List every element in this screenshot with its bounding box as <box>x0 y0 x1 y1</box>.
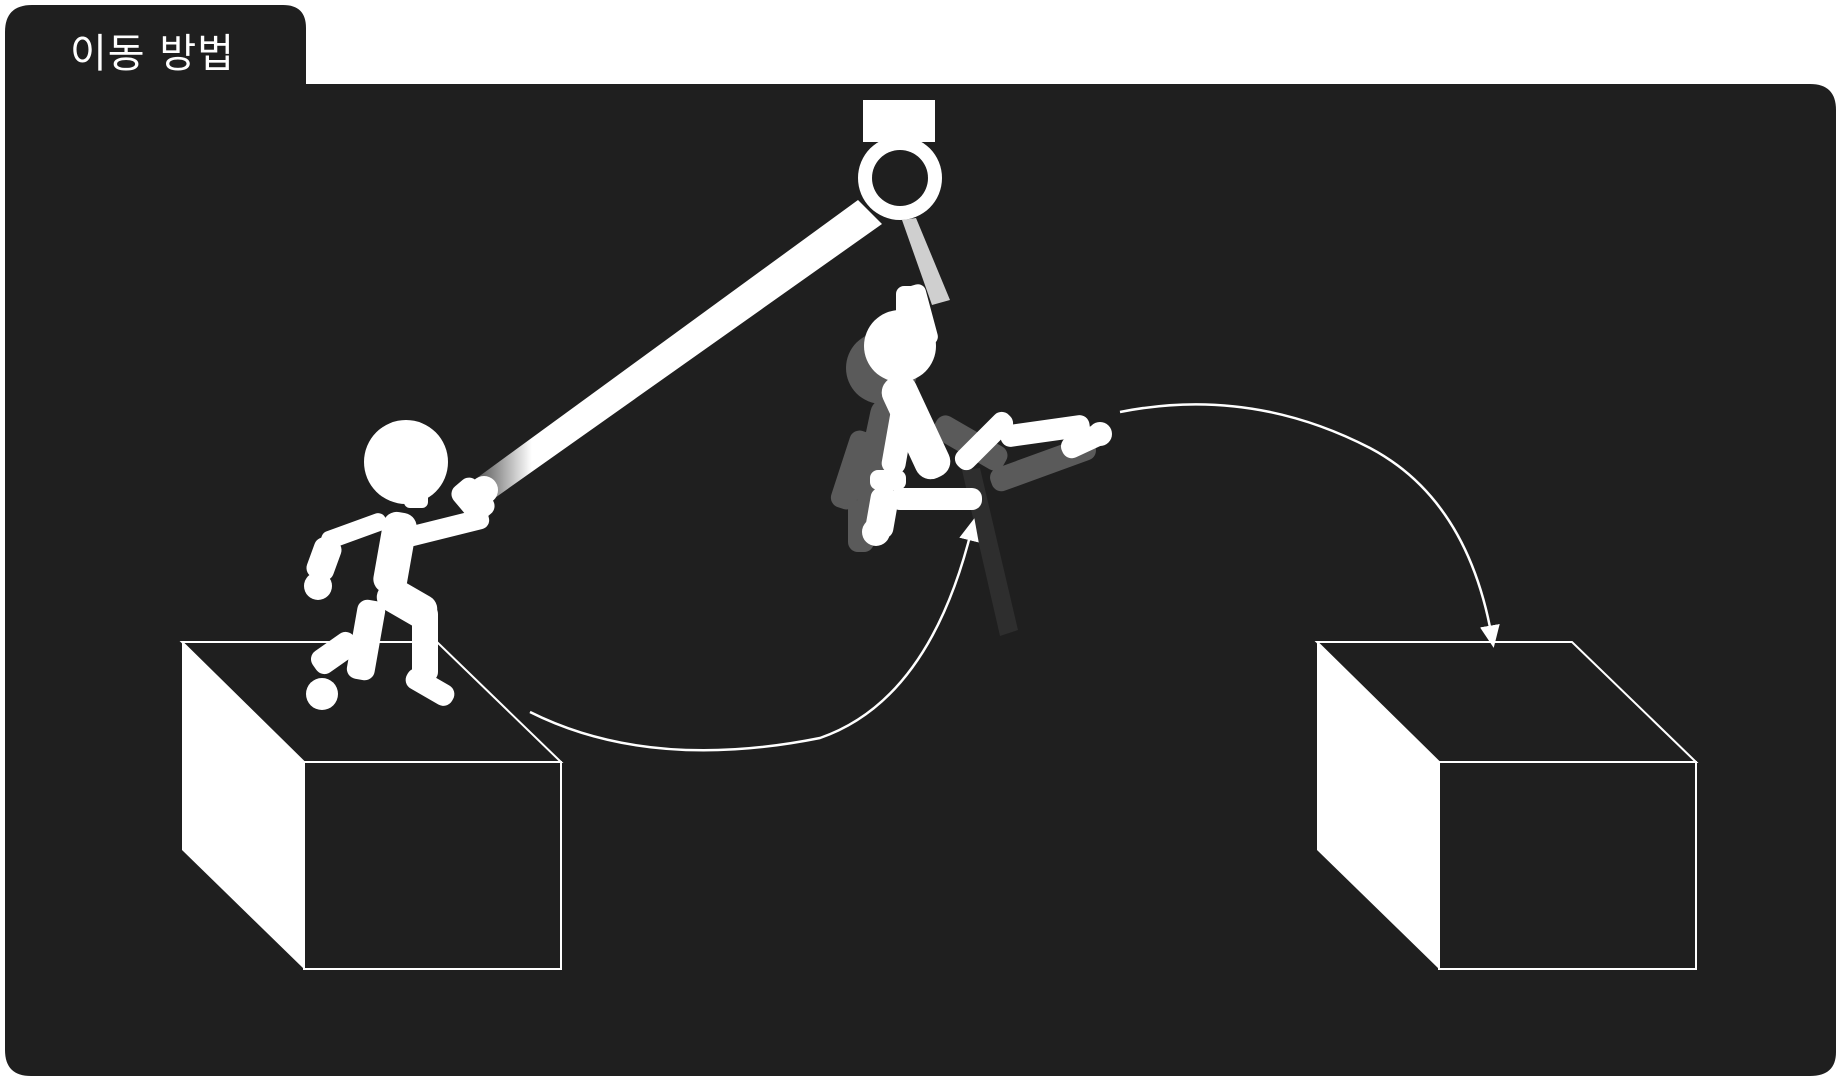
short-rope-icon <box>902 218 950 305</box>
rope-icon <box>470 200 882 500</box>
motion-trail <box>962 468 1018 636</box>
jump-arrow-icon <box>529 518 979 752</box>
release-arrow-icon <box>1119 403 1500 648</box>
ceiling-anchor-icon <box>858 100 942 220</box>
box-platform-left-icon <box>179 641 564 970</box>
character-swinging-icon <box>862 284 1112 546</box>
character-grappling-icon <box>304 420 498 710</box>
tab-title: 이동 방법 <box>70 31 235 77</box>
